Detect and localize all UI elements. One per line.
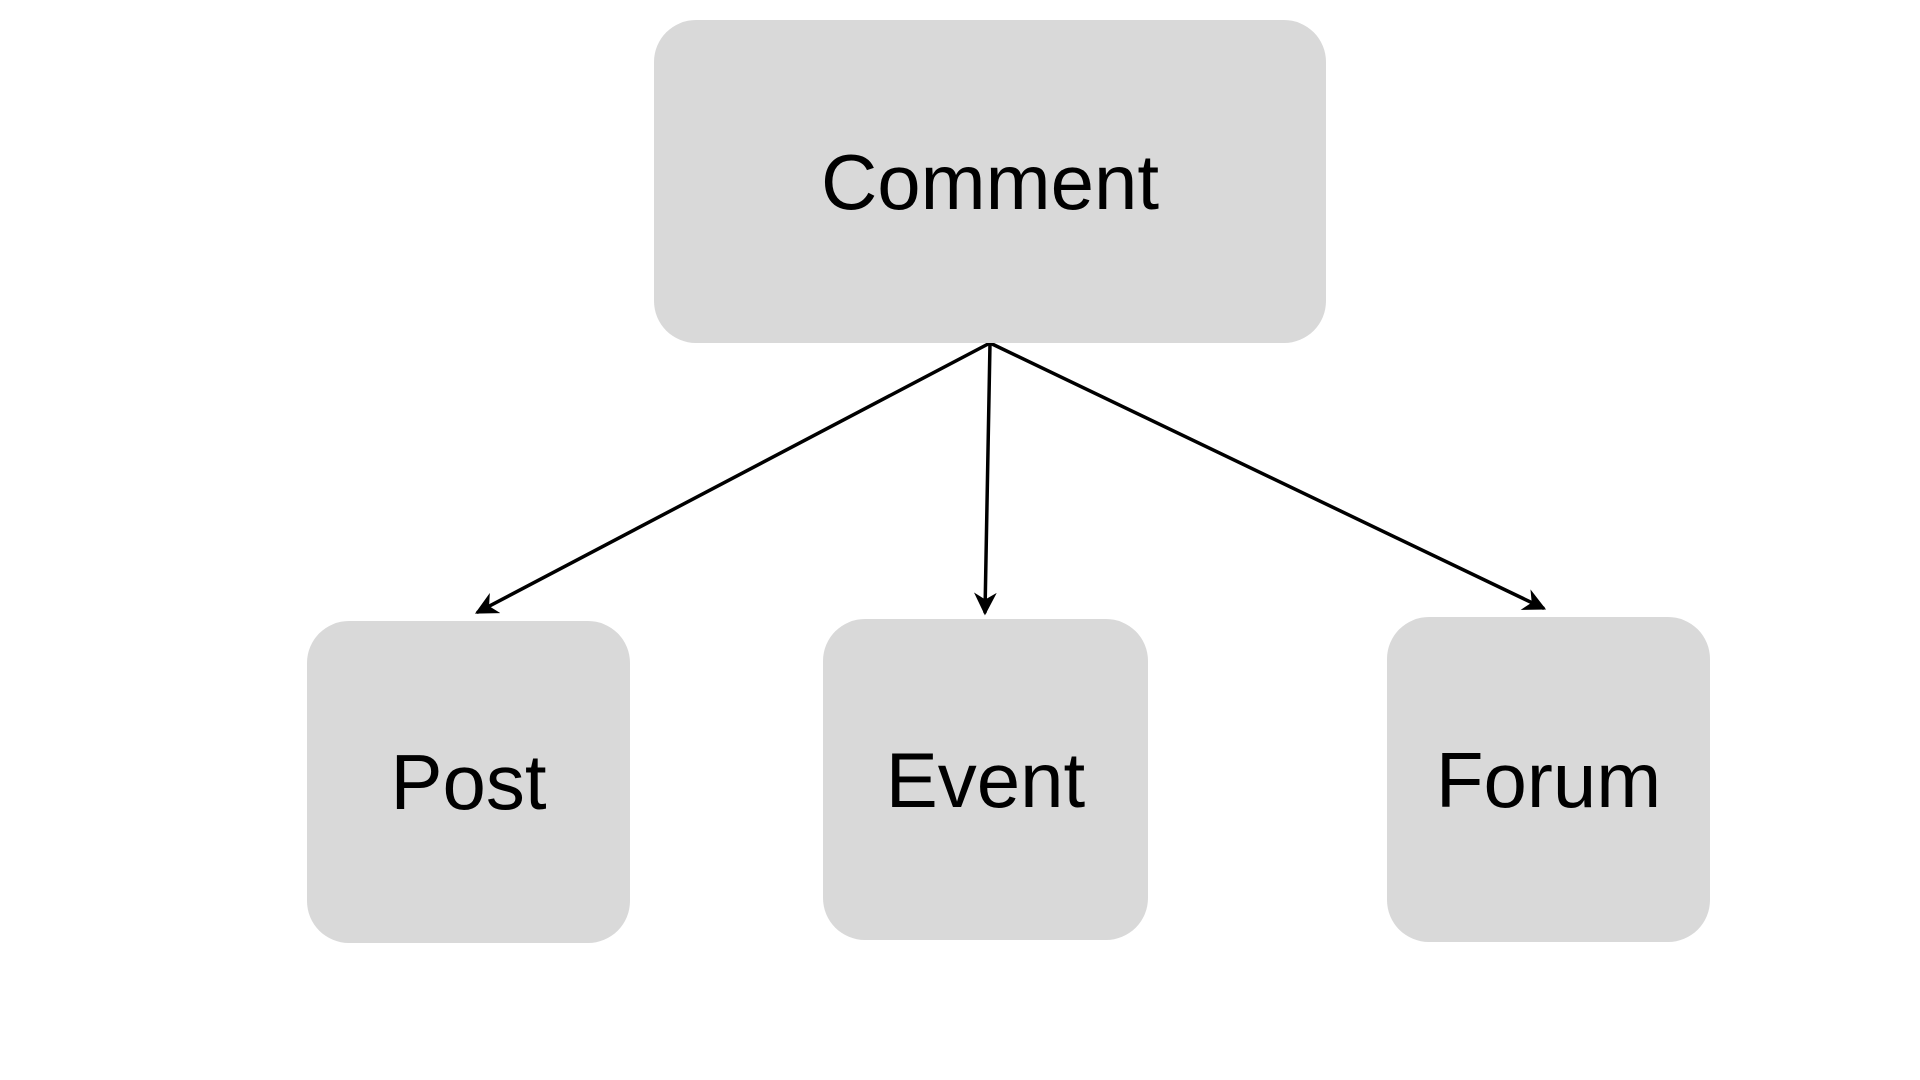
node-post-label: Post — [390, 738, 547, 826]
node-event-label: Event — [885, 735, 1086, 824]
node-forum: Forum — [1387, 617, 1710, 942]
node-post: Post — [307, 621, 630, 943]
node-event: Event — [823, 619, 1148, 940]
edge-comment-to-forum — [988, 341, 1547, 610]
edge-comment-to-event — [973, 341, 997, 616]
node-comment: Comment — [654, 20, 1326, 343]
node-forum-label: Forum — [1435, 735, 1662, 824]
edge-comment-to-post — [474, 341, 992, 614]
node-comment-label: Comment — [820, 137, 1160, 226]
